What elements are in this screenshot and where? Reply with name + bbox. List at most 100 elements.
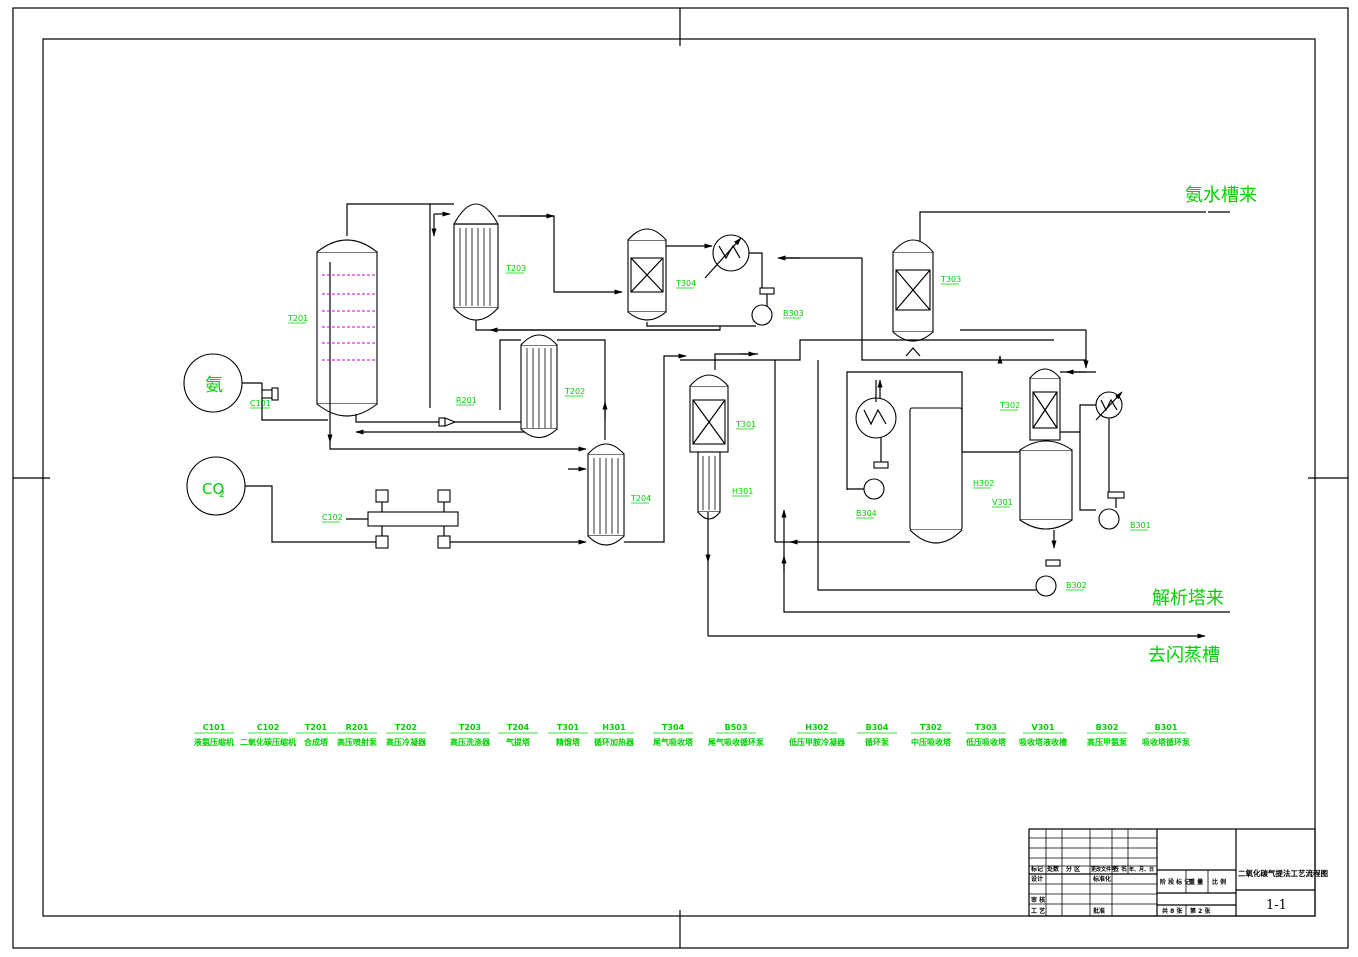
r201-ejector: R201	[438, 396, 477, 427]
legend-code: R201	[346, 723, 369, 732]
legend-code: T304	[662, 723, 685, 732]
legend-item: C101 液氨压缩机	[194, 723, 234, 747]
tag-t202: T202	[564, 387, 585, 396]
tag-b301: B301	[1130, 521, 1151, 530]
tag-b304: B304	[856, 509, 877, 518]
tb-standardization: 标准化	[1092, 875, 1111, 883]
drawing-title: 二氧化碳气提法工艺流程图	[1238, 868, 1328, 878]
legend-code: T203	[459, 723, 481, 732]
legend-name: 低压甲胺冷凝器	[788, 737, 846, 747]
tb-weight: 重 量	[1189, 878, 1203, 886]
t302-absorber: T302	[999, 368, 1061, 441]
legend-name: 气提塔	[505, 737, 531, 747]
legend-item: V301 吸收塔液收槽	[1019, 723, 1067, 747]
co2-source-subscript: 2	[219, 490, 225, 500]
t304-absorber: T304	[627, 228, 696, 321]
tb-approve: 批准	[1093, 907, 1105, 915]
legend-item: H301 循环加热器	[593, 723, 635, 747]
h302-condenser: H302	[909, 407, 994, 544]
tag-t204: T204	[630, 494, 651, 503]
legend-item: B302 高压甲氨泵	[1087, 723, 1127, 747]
legend-name: 吸收塔液收槽	[1019, 737, 1067, 747]
tb-change-doc: 更改文件号	[1091, 866, 1116, 873]
t204-stripper: T204	[568, 443, 651, 546]
legend-name: 循环泵	[864, 737, 889, 747]
legend-code: B302	[1096, 723, 1119, 732]
tb-design: 设计	[1031, 875, 1043, 883]
b304-heat-exchanger	[855, 379, 897, 439]
title-block: 标记 处数 分 区 更改文件号 签 名 年、月、日 设计 标准化 审 核 工 艺…	[1028, 828, 1328, 917]
tb-sheet-no: 第 2 张	[1189, 907, 1211, 915]
legend-name: 高压洗涤器	[450, 737, 491, 747]
t202-condenser: T202	[520, 334, 585, 439]
tag-c101: C101	[250, 399, 271, 408]
legend-item: C102 二氧化碳压缩机	[240, 723, 296, 747]
tag-b303: B303	[783, 309, 804, 318]
t303-absorber: T303	[892, 239, 961, 357]
b303-pump: B303	[751, 287, 804, 326]
desorber-inlet-label: 解析塔来	[1152, 588, 1224, 609]
legend-name: 尾气吸收塔	[652, 737, 694, 747]
legend-code: T202	[395, 723, 417, 732]
legend-code: B301	[1155, 723, 1178, 732]
t304-heat-exchanger	[704, 234, 862, 292]
legend-name: 中压吸收塔	[911, 737, 952, 747]
legend-code: T301	[557, 723, 580, 732]
ammonia-source: 氨	[183, 353, 243, 413]
legend-name: 高压冷凝器	[386, 737, 427, 747]
legend-code: T303	[975, 723, 997, 732]
tag-t303: T303	[940, 275, 961, 284]
legend-code: B304	[866, 723, 889, 732]
b301-pump: B301	[1098, 491, 1151, 531]
tag-t304: T304	[675, 279, 696, 288]
tag-h301: H301	[732, 487, 753, 496]
t201-synthesis-tower: T201	[287, 239, 378, 443]
tb-mark: 标记	[1030, 865, 1043, 873]
t301-rectifier: T301	[689, 374, 756, 453]
co2-source: CO 2	[186, 456, 246, 516]
legend-name: 合成塔	[303, 737, 329, 747]
c101-compressor: C101	[242, 382, 328, 421]
legend-name: 循环加热器	[593, 737, 635, 747]
legend-name: 尾气吸收循环泵	[707, 737, 764, 747]
legend-item: T202 高压冷凝器	[386, 723, 427, 747]
tb-count: 处数	[1046, 865, 1060, 873]
tb-zone: 分 区	[1066, 865, 1080, 873]
legend-code: V301	[1032, 723, 1055, 732]
legend-item: T304 尾气吸收塔	[652, 723, 694, 747]
legend-code: B503	[725, 723, 748, 732]
legend-code: C102	[257, 723, 280, 732]
tag-c102: C102	[322, 513, 343, 522]
tb-process: 工 艺	[1031, 907, 1045, 915]
legend-code: T302	[920, 723, 942, 732]
tag-v301: V301	[992, 498, 1013, 507]
legend-item: B304 循环泵	[857, 723, 897, 747]
tag-h302: H302	[973, 479, 994, 488]
legend-name: 液氨压缩机	[194, 737, 234, 747]
v301-tank: V301	[992, 440, 1073, 530]
legend-name: 吸收塔循环泵	[1142, 737, 1190, 747]
legend-item: B301 吸收塔循环泵	[1142, 723, 1190, 747]
ammonia-water-inlet-label: 氨水槽来	[1185, 185, 1257, 206]
b304-pump: B304	[847, 438, 889, 519]
legend-name: 二氧化碳压缩机	[240, 737, 296, 747]
ammonia-source-label: 氨	[205, 375, 223, 396]
legend-name: 精馏塔	[556, 737, 581, 747]
tb-review: 审 核	[1031, 896, 1045, 904]
tb-stage-mark: 阶 段 标 记	[1160, 878, 1190, 886]
equipment-legend: C101液氨压缩机C102二氧化碳压缩机T201合成塔R201高压喷射泵T202…	[194, 723, 1190, 747]
legend-name: 高压甲氨泵	[1087, 737, 1127, 747]
legend-code: C101	[203, 723, 226, 732]
tag-r201: R201	[456, 396, 477, 405]
legend-item: T301 精馏塔	[548, 723, 588, 747]
tag-t201: T201	[287, 314, 308, 323]
legend-code: H301	[602, 723, 626, 732]
legend-code: T204	[507, 723, 530, 732]
drawing-number: 1-1	[1266, 898, 1287, 913]
h301-heater: H301	[697, 451, 753, 520]
b301-heat-exchanger	[1060, 391, 1123, 511]
